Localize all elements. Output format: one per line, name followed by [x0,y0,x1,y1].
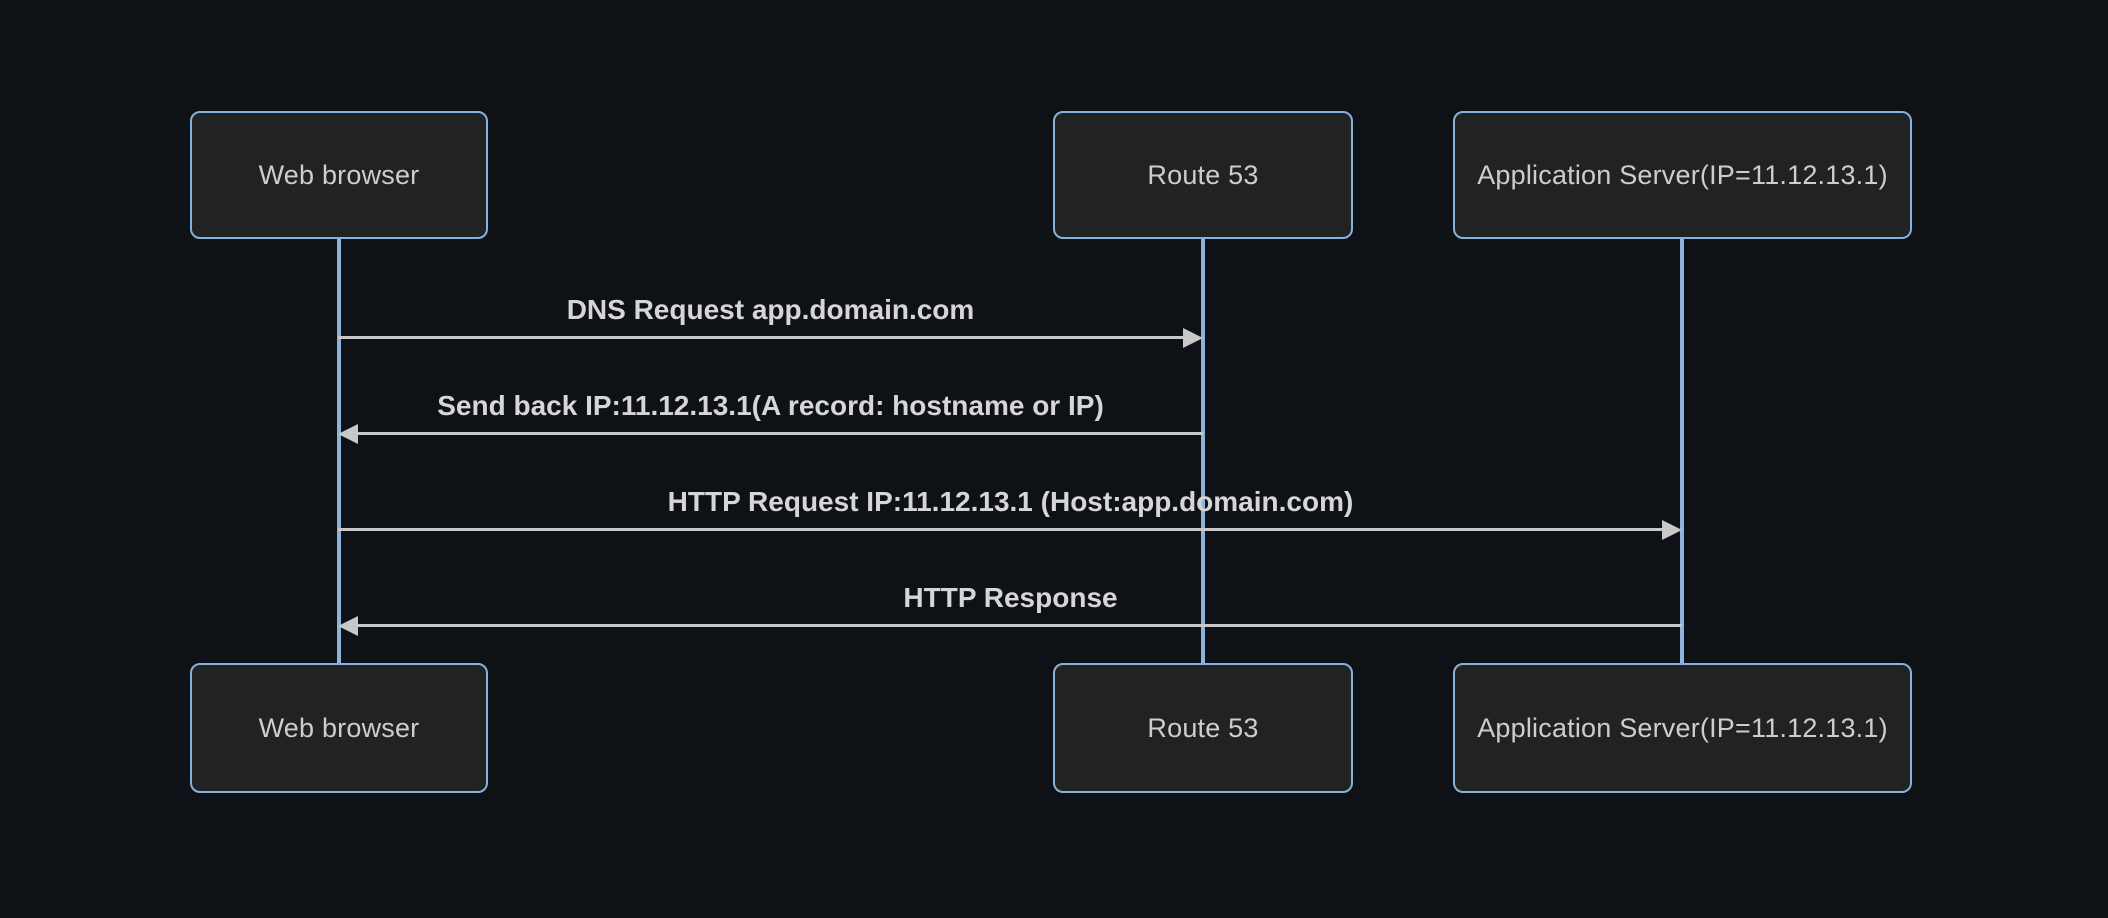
arrowhead-left-icon [338,423,358,444]
message-arrow-http-request [338,519,1682,540]
message-text-dns-request: DNS Request app.domain.com [566,294,975,325]
lifeline-route-53 [1201,238,1205,665]
message-arrow-http-response [338,615,1682,636]
arrowhead-right-icon [1662,519,1682,540]
actor-label-route-53: Route 53 [1147,712,1259,743]
actor-box-app-server-top: Application Server(IP=11.12.13.1) [1453,111,1912,239]
arrowhead-right-icon [1183,327,1203,348]
actor-label-web-browser: Web browser [258,712,420,743]
actor-box-app-server-bottom: Application Server(IP=11.12.13.1) [1453,663,1912,793]
actor-label-route-53: Route 53 [1147,159,1259,190]
actor-label-web-browser: Web browser [258,159,420,190]
actor-box-web-browser-bottom: Web browser [190,663,488,793]
actor-label-app-server: Application Server(IP=11.12.13.1) [1477,712,1888,743]
message-text-send-back-ip: Send back IP:11.12.13.1(A record: hostna… [437,390,1104,421]
arrowhead-left-icon [338,615,358,636]
actor-box-route-53-bottom: Route 53 [1053,663,1353,793]
actor-box-web-browser-top: Web browser [190,111,488,239]
message-arrow-send-back-ip [338,423,1203,444]
actor-label-app-server: Application Server(IP=11.12.13.1) [1477,159,1888,190]
message-text-http-request: HTTP Request IP:11.12.13.1 (Host:app.dom… [667,486,1354,517]
message-arrow-dns-request [338,327,1203,348]
message-text-http-response: HTTP Response [903,582,1118,613]
actor-box-route-53-top: Route 53 [1053,111,1353,239]
lifeline-web-browser [337,238,341,665]
lifeline-app-server [1680,238,1684,665]
